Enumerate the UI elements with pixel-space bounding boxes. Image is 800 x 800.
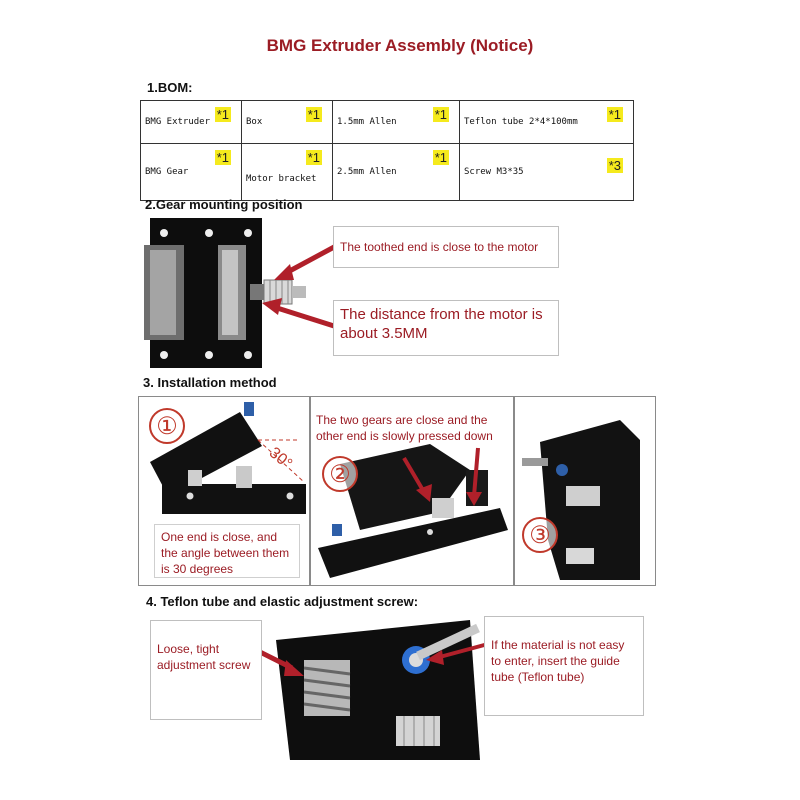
step2-number: ② <box>322 456 358 492</box>
plate-hole <box>160 229 168 237</box>
motor-shaft <box>250 284 264 300</box>
bom-item-qty: *1 <box>606 107 623 122</box>
plate-hole <box>205 229 213 237</box>
section-gear-heading: 2.Gear mounting position <box>145 197 303 212</box>
bom-item-name: Box <box>246 117 263 127</box>
motor-body-shade <box>150 250 176 335</box>
arrow-screw-head <box>284 660 304 676</box>
arrow-step2-press-head <box>466 492 482 506</box>
filament-guide <box>566 548 594 564</box>
step3-number: ③ <box>522 517 558 553</box>
bom-item-qty: *3 <box>606 158 623 173</box>
gear-step4-icon <box>396 716 440 746</box>
spring-coil <box>303 702 351 712</box>
bom-item-qty: *1 <box>305 150 322 165</box>
arrow-tube-line <box>435 642 489 660</box>
bom-cell: 2.5mm Allen *1 <box>332 143 460 201</box>
bom-item-name: Teflon tube 2*4*100mm <box>464 117 578 127</box>
install-panel-step1 <box>138 396 310 586</box>
extruder-base-step2 <box>318 508 508 578</box>
bom-cell: Motor bracket *1 <box>241 143 333 201</box>
bom-item-name: Motor bracket <box>246 174 317 184</box>
callout-step1: One end is close, and the angle between … <box>154 524 300 578</box>
page-title: BMG Extruder Assembly (Notice) <box>266 36 534 55</box>
spring-coil <box>303 678 351 688</box>
plate-hole <box>244 351 252 359</box>
bom-table: BMG Extruder*1 Box*1 1.5mm Allen*1 Teflo… <box>140 100 634 201</box>
section-teflon-heading: 4. Teflon tube and elastic adjustment sc… <box>146 594 419 609</box>
bom-item-name: 1.5mm Allen <box>337 117 397 127</box>
step1-number: ① <box>149 408 185 444</box>
teflon-tube-icon <box>416 623 480 661</box>
spring-coil <box>303 666 351 676</box>
bom-item-qty: *1 <box>305 107 322 122</box>
bom-item-qty: *1 <box>432 107 449 122</box>
arrow-tube-head <box>426 650 444 665</box>
install-panel-step2 <box>310 396 514 586</box>
bom-item-name: Screw M3*35 <box>464 167 524 177</box>
bom-item-name: BMG Gear <box>145 167 189 177</box>
callout-teflon-tube: If the material is not easy to enter, in… <box>484 616 644 716</box>
bom-cell: Box *1 <box>241 100 333 144</box>
arrow-distance-line <box>273 304 335 329</box>
idler-gear-icon <box>236 466 252 488</box>
base-hole <box>186 492 194 500</box>
arrow-toothed-head <box>274 264 294 280</box>
arrow-step2-line <box>402 456 426 494</box>
blue-fitting <box>332 524 342 536</box>
drive-gear-small-icon <box>188 470 202 486</box>
plate-hole <box>160 351 168 359</box>
motor-body-highlight <box>222 250 238 335</box>
gear-hub <box>292 286 306 298</box>
section-bom-heading: 1.BOM: <box>147 80 193 95</box>
callout-distance: The distance from the motor is about 3.5… <box>333 300 559 356</box>
bom-cell: Screw M3*35 *3 <box>459 143 634 201</box>
bom-item-qty: *1 <box>432 150 449 165</box>
extruder-lever-step1 <box>150 412 262 496</box>
table-row: BMG Gear *1 Motor bracket *1 2.5mm Allen *1… <box>140 143 634 201</box>
plate-hole <box>205 351 213 359</box>
spring-coil <box>303 690 351 700</box>
callout-step2: The two gears are close and the other en… <box>316 413 493 443</box>
blue-fitting <box>556 464 568 476</box>
gear-step3-icon <box>566 486 600 506</box>
gear-pair-icon <box>432 498 454 518</box>
bom-item-qty: *1 <box>214 150 231 165</box>
callout-adjustment-screw: Loose, tight adjustment screw <box>150 620 262 720</box>
extruder-base-step1 <box>162 484 306 514</box>
bom-cell: Teflon tube 2*4*100mm *1 <box>459 100 634 144</box>
bom-item-name: BMG Extruder <box>145 117 211 127</box>
bom-cell: BMG Extruder*1 <box>140 100 242 144</box>
base-hole <box>427 529 433 535</box>
arrow-toothed-line <box>282 243 338 277</box>
bom-cell: BMG Gear *1 <box>140 143 242 201</box>
arrow-step2-press-line <box>472 447 480 497</box>
base-hole <box>286 492 294 500</box>
callout-toothed-end: The toothed end is close to the motor <box>333 226 559 268</box>
angle-guide-line <box>257 439 305 483</box>
section-install-heading: 3. Installation method <box>143 375 277 390</box>
install-panel-step3 <box>514 396 656 586</box>
plate-hole <box>244 229 252 237</box>
arrow-distance-head <box>262 298 282 315</box>
blue-fitting <box>244 402 254 416</box>
bom-item-qty: *1 <box>214 107 231 122</box>
arrow-step2-head <box>416 484 432 502</box>
bom-item-name: 2.5mm Allen <box>337 167 397 177</box>
table-row: BMG Extruder*1 Box*1 1.5mm Allen*1 Teflo… <box>140 100 634 144</box>
adjustment-screw <box>522 458 548 466</box>
